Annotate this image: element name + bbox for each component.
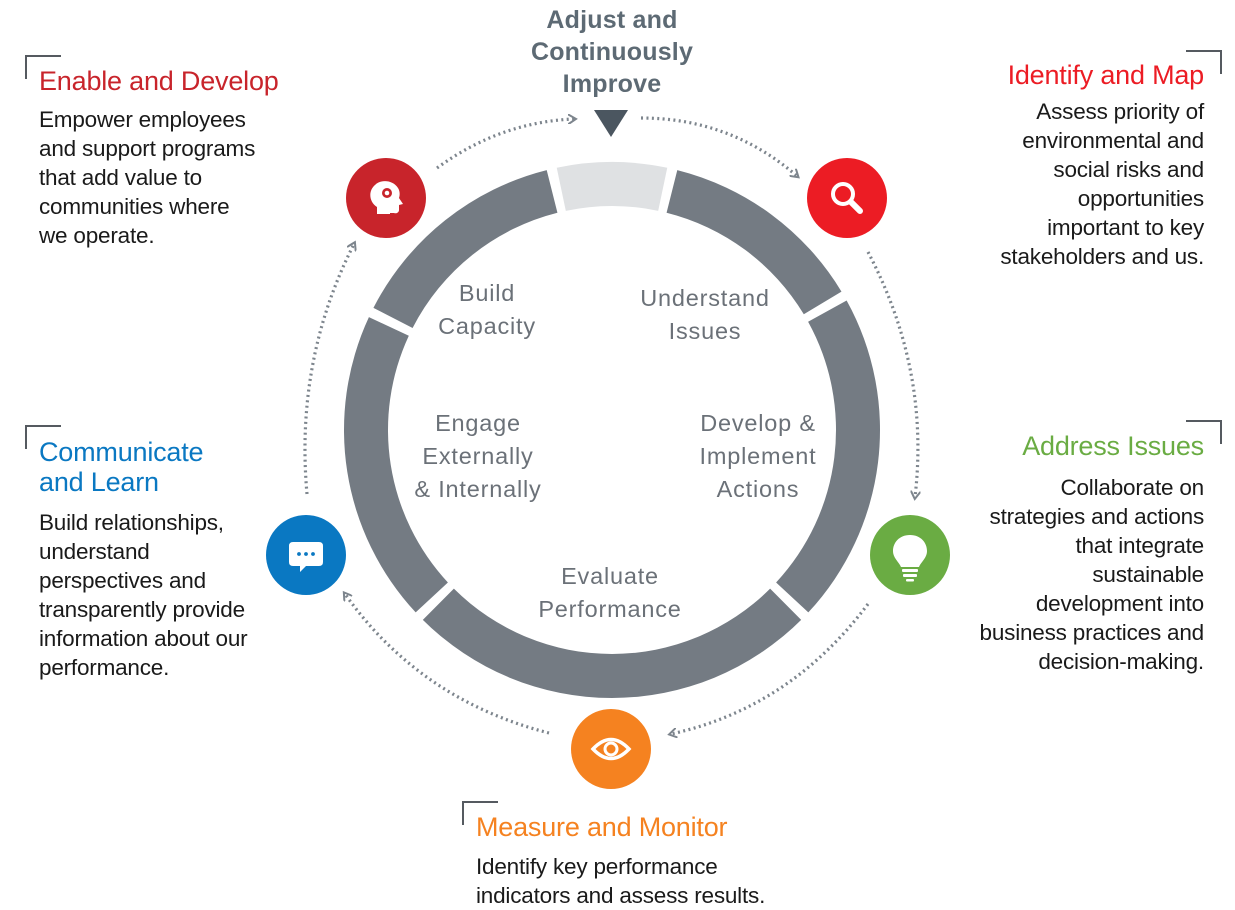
enable-title: Enable and Develop xyxy=(39,66,279,96)
magnifier-icon xyxy=(831,182,863,214)
adjust-improve-label: Adjust and Continuously Improve xyxy=(530,6,694,98)
identify-title: Identify and Map xyxy=(1007,60,1205,90)
address-corner-bracket xyxy=(1186,420,1222,444)
address-title: Address Issues xyxy=(1022,431,1204,461)
address-description: Collaborate on strategies and actions th… xyxy=(979,475,1205,674)
enable-description: Empower employees and support programs t… xyxy=(39,107,256,248)
inner-label-engage: Engage Externally & Internally xyxy=(414,410,542,502)
communicate-description: Build relationships, understand perspect… xyxy=(39,510,248,680)
ring-segment-highlight xyxy=(556,162,668,211)
connector-arrows xyxy=(303,118,918,735)
enable-corner-bracket xyxy=(25,55,61,79)
communicate-corner-bracket xyxy=(25,425,61,449)
top-pointer-triangle xyxy=(594,110,628,137)
measure-corner-bracket xyxy=(462,801,498,825)
arrow-enable-to-top xyxy=(436,119,574,170)
arrow-address-to-measure xyxy=(671,603,870,734)
measure-description: Identify key performance indicators and … xyxy=(476,854,766,908)
lightbulb-icon xyxy=(893,535,927,582)
identify-corner-bracket xyxy=(1186,50,1222,74)
measure-title: Measure and Monitor xyxy=(476,812,728,842)
eye-icon xyxy=(590,737,632,761)
ring-label-evaluate-performance: Evaluate Performance xyxy=(538,563,682,622)
inner-label-develop-implement: Develop & Implement Actions xyxy=(699,410,817,502)
measure-stage-node xyxy=(571,709,651,789)
ring-segment-evaluate-performance xyxy=(422,588,802,698)
ring xyxy=(344,162,880,698)
ring-segment-understand-issues xyxy=(666,170,842,315)
identify-stage-node xyxy=(807,158,887,238)
communicate-stage-node xyxy=(266,515,346,595)
ring-segment-build-capacity xyxy=(373,170,558,328)
ring-segment-engage xyxy=(344,317,448,613)
enable-stage-node xyxy=(346,158,426,238)
ring-segment-develop-implement xyxy=(776,300,880,613)
arrow-identify-to-address xyxy=(866,251,918,497)
ring-label-understand-issues: Understand Issues xyxy=(640,285,770,344)
address-stage-node xyxy=(870,515,950,595)
head-gear-icon xyxy=(370,181,403,214)
communicate-title: Communicate and Learn xyxy=(39,437,204,497)
arrow-measure-to-communicate xyxy=(345,594,550,735)
identify-description: Assess priority of environmental and soc… xyxy=(1000,99,1204,269)
arrow-communicate-to-enable xyxy=(303,244,354,495)
ring-label-build-capacity: Build Capacity xyxy=(438,280,536,339)
chat-bubble-icon xyxy=(289,542,323,572)
